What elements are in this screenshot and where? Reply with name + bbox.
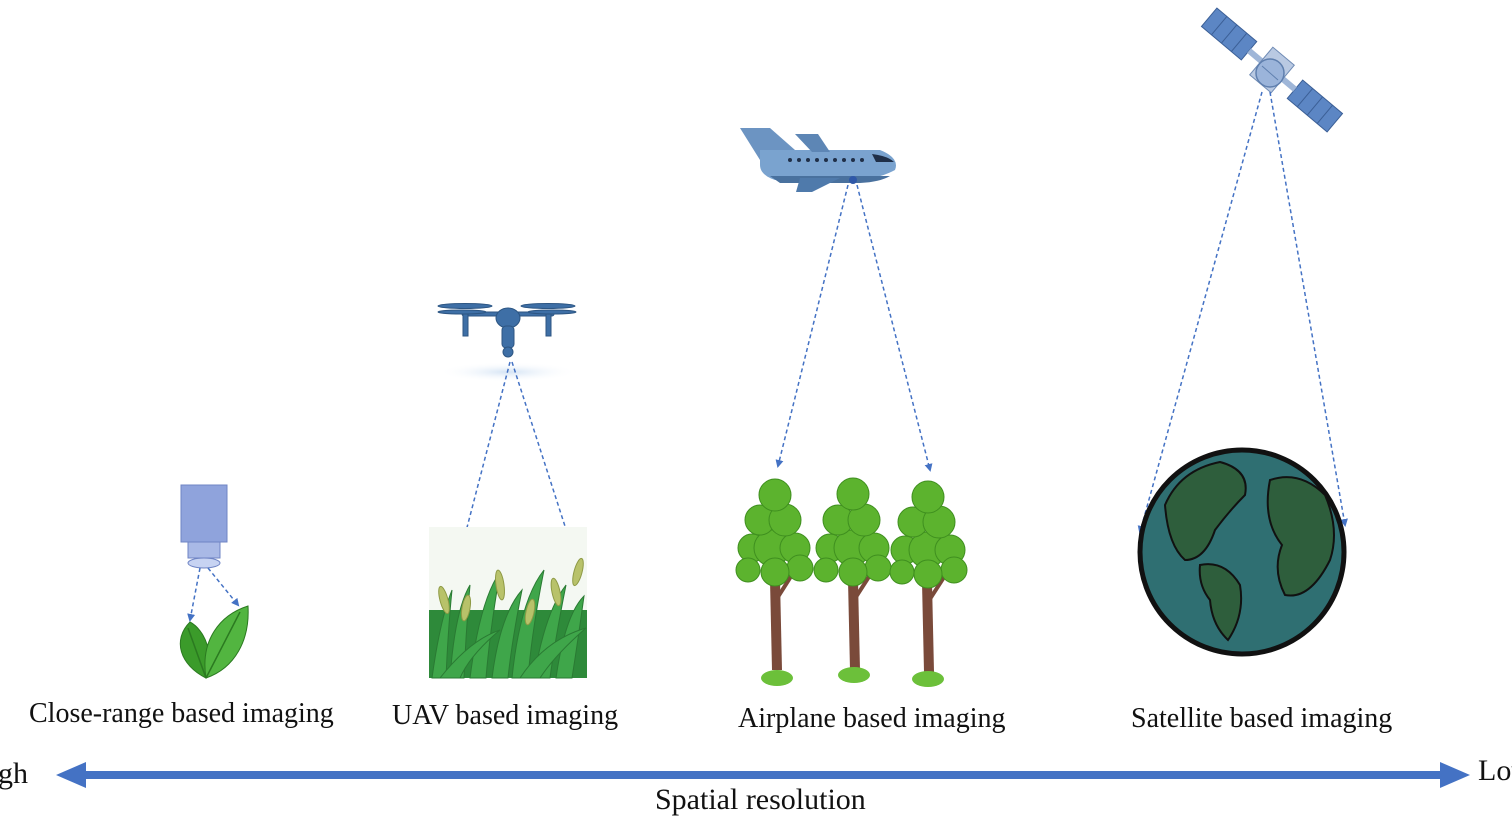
camera-icon [180, 484, 228, 569]
uav-label: UAV based imaging [392, 700, 619, 731]
airplane-icon [740, 128, 896, 192]
leaf-icon [179, 605, 249, 679]
close-range-label: Close-range based imaging [29, 698, 334, 729]
satellite-label: Satellite based imaging [1131, 703, 1393, 734]
satellite-rays [1137, 91, 1348, 534]
airplane-rays [775, 184, 933, 472]
earth-icon [1137, 447, 1347, 657]
crop-field-icon [429, 527, 587, 679]
axis-title: Spatial resolution [655, 783, 866, 816]
spatial-resolution-axis [56, 762, 1470, 788]
axis-high-label: High [0, 757, 28, 790]
axis-low-label: Low [1478, 754, 1512, 787]
satellite-icon [1200, 7, 1344, 133]
airplane-label: Airplane based imaging [738, 703, 1006, 734]
tree-icon [735, 477, 968, 687]
camera-rays [187, 567, 240, 622]
drone-icon [437, 303, 577, 358]
